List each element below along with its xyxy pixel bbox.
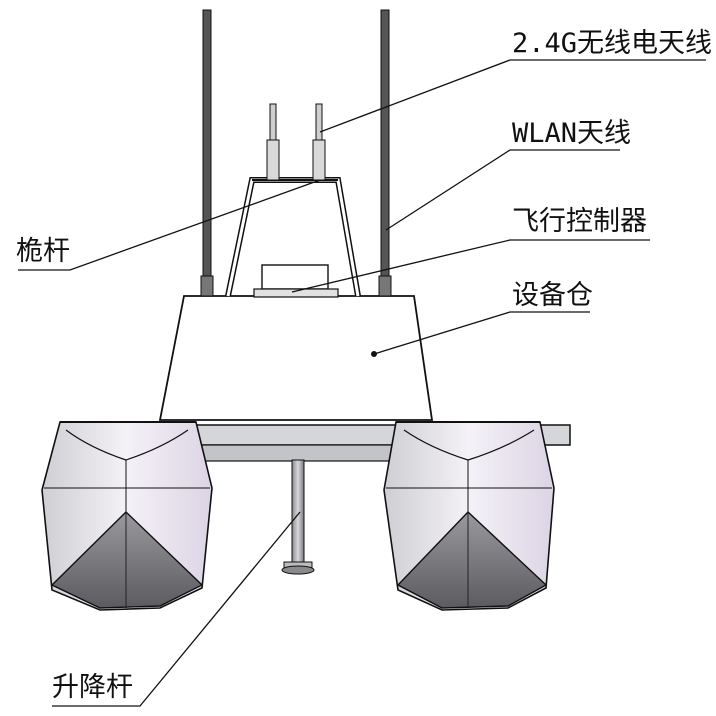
leader-mast <box>18 179 321 271</box>
leader-equipment-bay <box>373 311 590 355</box>
left-hull <box>41 421 213 611</box>
label-lift-rod: 升降杆 <box>52 672 133 703</box>
flight-controller-box <box>253 264 339 298</box>
small-antennas <box>266 103 326 181</box>
leader-flight-controller <box>291 239 650 293</box>
leader-lines <box>18 59 706 707</box>
leader-24g-antenna <box>319 59 706 133</box>
long-antennas <box>200 9 392 297</box>
label-mast: 桅杆 <box>16 236 70 267</box>
label-flight-controller: 飞行控制器 <box>512 206 647 237</box>
lift-rod <box>281 459 315 575</box>
equipment-bay <box>158 295 434 421</box>
leader-wlan <box>385 149 620 231</box>
label-wlan-antenna: WLAN天线 <box>512 118 632 149</box>
leader-lift-rod <box>52 511 301 707</box>
label-24g-antenna: 2.4G无线电天线 <box>512 28 713 59</box>
right-hull <box>383 421 555 611</box>
label-equipment-bay: 设备仓 <box>512 280 593 311</box>
